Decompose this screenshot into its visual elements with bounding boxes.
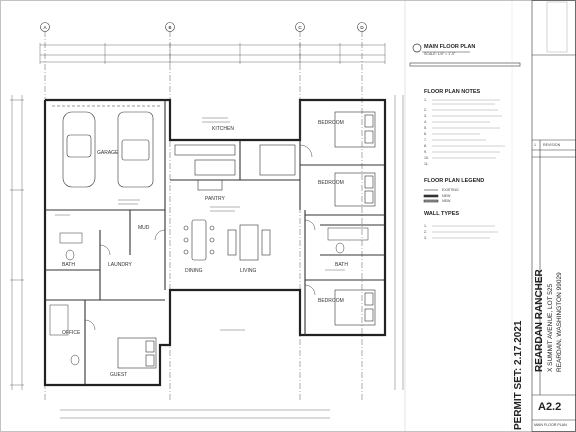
room-label-garage: GARAGE (97, 150, 119, 156)
note-item-1: 1. (424, 98, 427, 102)
note-item-2: 2. (424, 108, 427, 112)
bedroom-furniture (117, 111, 376, 369)
sheet-title: MAIN FLOOR PLAN (534, 423, 567, 427)
plan-title-bubble (412, 43, 422, 53)
room-label-bedroom-1: BEDROOM (318, 120, 344, 126)
note-item-4: 4. (424, 120, 427, 124)
legend-swatches (409, 62, 521, 203)
note-item-9: 9. (424, 150, 427, 154)
interior-walls (45, 100, 385, 385)
project-name: REARDAN RANCHER (534, 269, 545, 372)
room-label-pantry: PANTRY (205, 196, 225, 202)
revision-number: 1 (534, 143, 536, 147)
living-area-furniture (174, 144, 296, 261)
room-label-dining: DINING (185, 268, 203, 274)
legend-item-2: NEW (442, 194, 451, 198)
legend-item-3: NEW (442, 199, 451, 203)
grid-label-a: A (43, 25, 46, 30)
room-label-bedroom-2: BEDROOM (318, 180, 344, 186)
room-label-living: LIVING (240, 268, 257, 274)
room-label-kitchen: KITCHEN (212, 126, 234, 132)
wall-type-2: 2. (424, 230, 427, 234)
room-label-guest: GUEST (110, 372, 128, 378)
dimension-strings (11, 44, 404, 419)
room-label-office: OFFICE (62, 330, 81, 336)
room-label-laundry: LAUNDRY (108, 262, 132, 268)
note-lines (432, 99, 505, 239)
grid-label-b: B (168, 25, 171, 30)
project-address: X SUMMIT AVENUE, LOT 525 (547, 283, 554, 372)
floor-plan-legend-title: FLOOR PLAN LEGEND (424, 178, 485, 184)
grid-label-c: C (298, 25, 302, 30)
note-item-5: 5. (424, 126, 427, 130)
note-item-6: 6. (424, 132, 427, 136)
sheet-number: A2.2 (538, 401, 562, 413)
wall-type-3: 3. (424, 236, 427, 240)
door-swings (84, 144, 316, 331)
note-item-8: 8. (424, 144, 427, 148)
plan-title: MAIN FLOOR PLAN (424, 44, 476, 50)
bathroom-fixtures (49, 227, 369, 366)
grid-label-d: D (360, 25, 364, 30)
room-label-bedroom-3: BEDROOM (318, 298, 344, 304)
annotation-dashes (55, 117, 345, 331)
room-label-bath-2: BATH (62, 262, 75, 268)
exterior-walls (43, 98, 387, 387)
wall-types-title: WALL TYPES (424, 211, 460, 217)
garage-cars (52, 105, 160, 188)
note-item-7: 7. (424, 138, 427, 142)
floor-plan-notes-title: FLOOR PLAN NOTES (424, 89, 481, 95)
note-item-11: 11. (424, 162, 429, 166)
plan-scale: SCALE: 1/4" = 1'-0" (424, 52, 456, 56)
revision-description: REVISION (543, 143, 561, 147)
note-item-3: 3. (424, 114, 427, 118)
room-label-bath-1: BATH (335, 262, 348, 268)
permit-set-label: PERMIT SET: 2.17.2021 (513, 320, 524, 431)
wall-type-1: 1. (424, 224, 427, 228)
legend-item-1: EXISTING (442, 188, 459, 192)
note-item-10: 10. (424, 156, 429, 160)
project-city: REARDAN, WASHINGTON 99029 (556, 272, 563, 372)
room-label-mud: MUD (138, 225, 150, 231)
